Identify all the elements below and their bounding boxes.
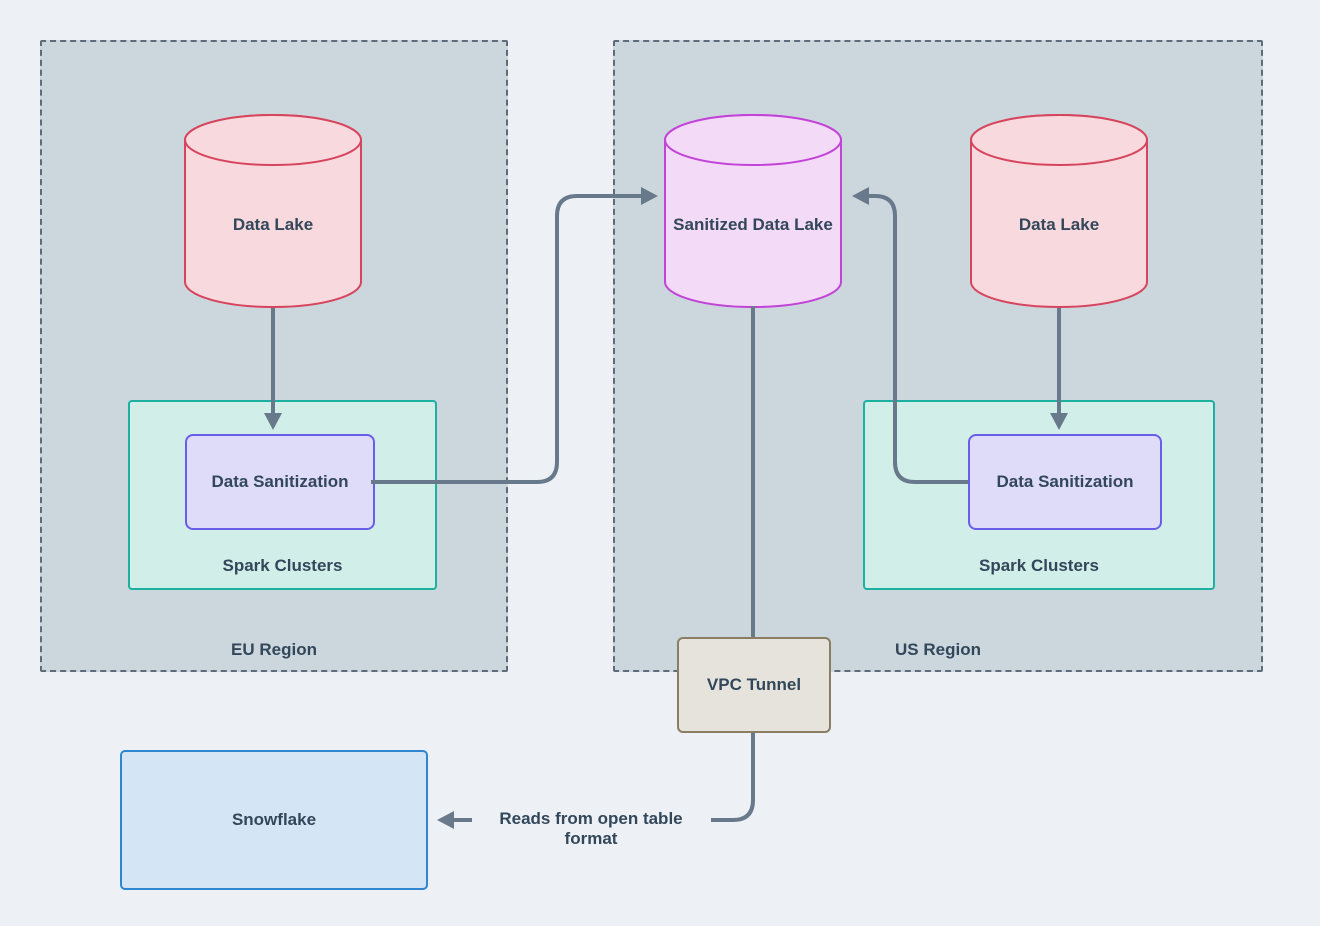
node-eu-data-lake-label: Data Lake xyxy=(232,214,314,234)
region-eu-label: EU Region xyxy=(231,640,317,659)
node-sanitized-data-lake-label: Sanitized Data Lake xyxy=(673,214,833,234)
node-snowflake: Snowflake xyxy=(120,750,428,890)
cylinder-icon xyxy=(970,114,1148,308)
node-snowflake-label: Snowflake xyxy=(231,810,317,829)
edge-label-reads-from-open-table-format: Reads from open table format xyxy=(499,809,683,848)
node-us-spark-clusters-label: Spark Clusters xyxy=(979,556,1099,575)
node-eu-spark-clusters-label: Spark Clusters xyxy=(222,556,343,575)
arrowhead-left-icon xyxy=(437,811,454,829)
node-vpc-tunnel-label: VPC Tunnel xyxy=(706,675,802,694)
node-us-data-sanitization-label: Data Sanitization xyxy=(996,472,1134,491)
node-sanitized-data-lake: Sanitized Data Lake xyxy=(662,112,844,310)
node-us-data-lake-label: Data Lake xyxy=(1018,214,1100,234)
node-vpc-tunnel: VPC Tunnel xyxy=(677,637,831,733)
cylinder-icon xyxy=(184,114,362,308)
node-us-data-sanitization: Data Sanitization xyxy=(968,434,1162,530)
node-eu-data-sanitization: Data Sanitization xyxy=(185,434,375,530)
node-eu-data-lake: Data Lake xyxy=(182,112,364,310)
node-eu-data-sanitization-label: Data Sanitization xyxy=(211,472,349,491)
region-us-label: US Region xyxy=(895,640,981,659)
cylinder-icon xyxy=(664,114,842,308)
node-us-data-lake: Data Lake xyxy=(968,112,1150,310)
